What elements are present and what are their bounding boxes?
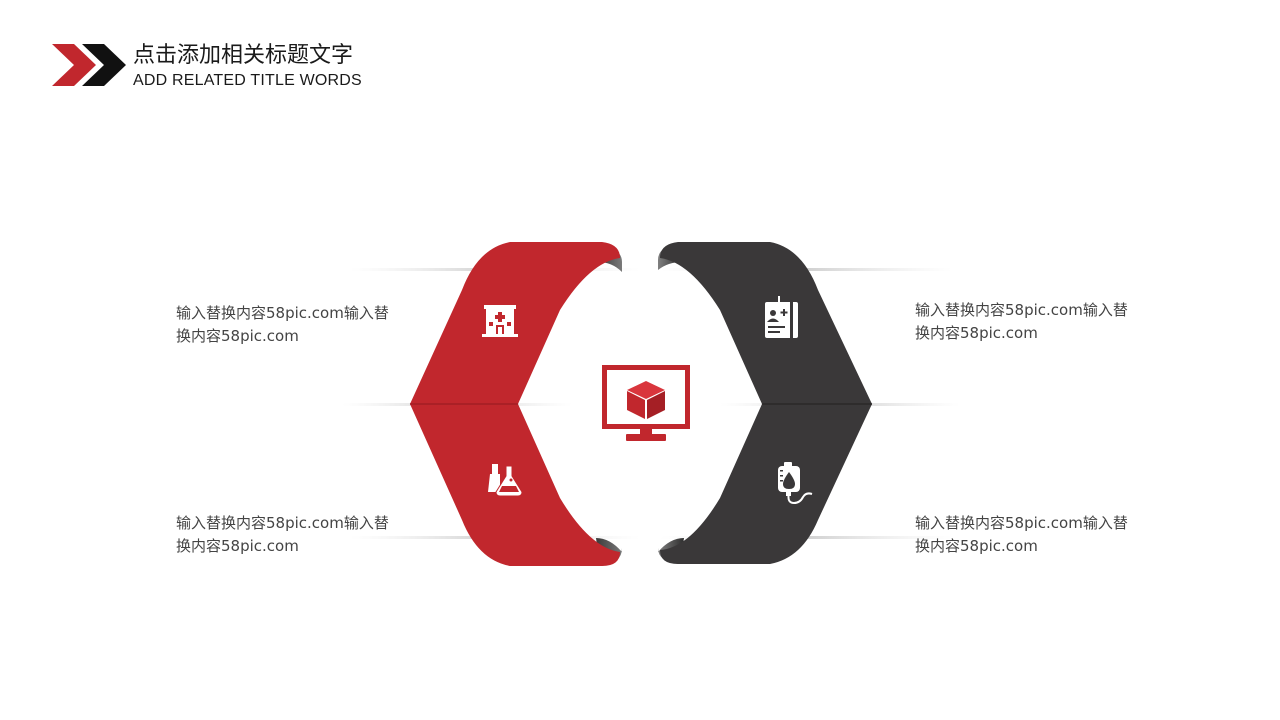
description-top-left: 输入替换内容58pic.com输入替 换内容58pic.com xyxy=(176,302,408,348)
id-card-strip xyxy=(790,302,793,338)
description-top-left-line-1: 输入替换内容58pic.com输入替 xyxy=(176,304,389,322)
monitor-stand xyxy=(626,434,666,441)
iv-bag-tick-2 xyxy=(780,475,783,477)
id-card-line-1 xyxy=(768,326,785,328)
id-card-photo-body xyxy=(767,318,779,322)
hospital-window-left xyxy=(489,322,493,326)
iv-blood-bag-icon xyxy=(778,462,813,505)
description-bottom-right: 输入替换内容58pic.com输入替 换内容58pic.com xyxy=(915,512,1147,558)
page-subtitle: ADD RELATED TITLE WORDS xyxy=(133,72,362,89)
description-top-right: 输入替换内容58pic.com输入替 换内容58pic.com xyxy=(915,299,1147,345)
black-chevron-shape xyxy=(82,44,126,86)
hospital-roof xyxy=(484,305,516,309)
hospital-door-inner xyxy=(498,327,502,334)
description-top-right-line-1: 输入替换内容58pic.com输入替 xyxy=(915,301,1128,319)
id-card-line-2 xyxy=(768,331,780,333)
right-ribbon-body xyxy=(660,242,872,564)
cube-left-face xyxy=(627,391,645,419)
hospital-cross-horizontal xyxy=(495,315,505,319)
monitor-neck xyxy=(640,429,652,435)
medical-id-card-icon xyxy=(765,296,798,338)
iv-bag-hanger xyxy=(784,462,792,467)
flask-left-body xyxy=(488,474,500,492)
page-title: 点击添加相关标题文字 xyxy=(133,43,354,68)
hospital-icon xyxy=(482,305,518,337)
cube-right-face xyxy=(647,391,665,419)
flask-bubble xyxy=(509,478,513,482)
id-card-photo-head xyxy=(770,310,776,316)
flask-icon xyxy=(488,464,523,497)
description-top-right-line-2: 换内容58pic.com xyxy=(915,324,1038,342)
description-bottom-right-line-1: 输入替换内容58pic.com输入替 xyxy=(915,514,1128,532)
flask-left-neck xyxy=(492,464,498,474)
iv-tube xyxy=(787,492,813,505)
iv-bag-outlet xyxy=(786,492,791,496)
hospital-window-right xyxy=(507,322,511,326)
flask-liquid xyxy=(499,486,519,492)
iv-blood-drop xyxy=(783,472,795,489)
left-red-ribbon xyxy=(410,242,622,566)
description-bottom-right-line-2: 换内容58pic.com xyxy=(915,537,1038,555)
id-card-clip xyxy=(778,296,780,304)
description-bottom-left-line-2: 换内容58pic.com xyxy=(176,537,299,555)
iv-bag-tick-1 xyxy=(780,470,783,472)
cube-top-face xyxy=(627,381,665,399)
header-chevron-logo xyxy=(52,44,126,86)
monitor-with-cube-icon xyxy=(602,365,690,441)
hospital-base xyxy=(482,334,518,337)
description-bottom-left: 输入替换内容58pic.com输入替 换内容58pic.com xyxy=(176,512,408,558)
description-top-left-line-2: 换内容58pic.com xyxy=(176,327,299,345)
right-dark-ribbon xyxy=(658,242,872,564)
red-chevron-shape xyxy=(52,44,96,86)
iv-bag-tick-3 xyxy=(780,480,783,482)
id-card-cross-h xyxy=(780,311,788,314)
description-bottom-left-line-1: 输入替换内容58pic.com输入替 xyxy=(176,514,389,532)
cube-icon xyxy=(627,381,665,419)
